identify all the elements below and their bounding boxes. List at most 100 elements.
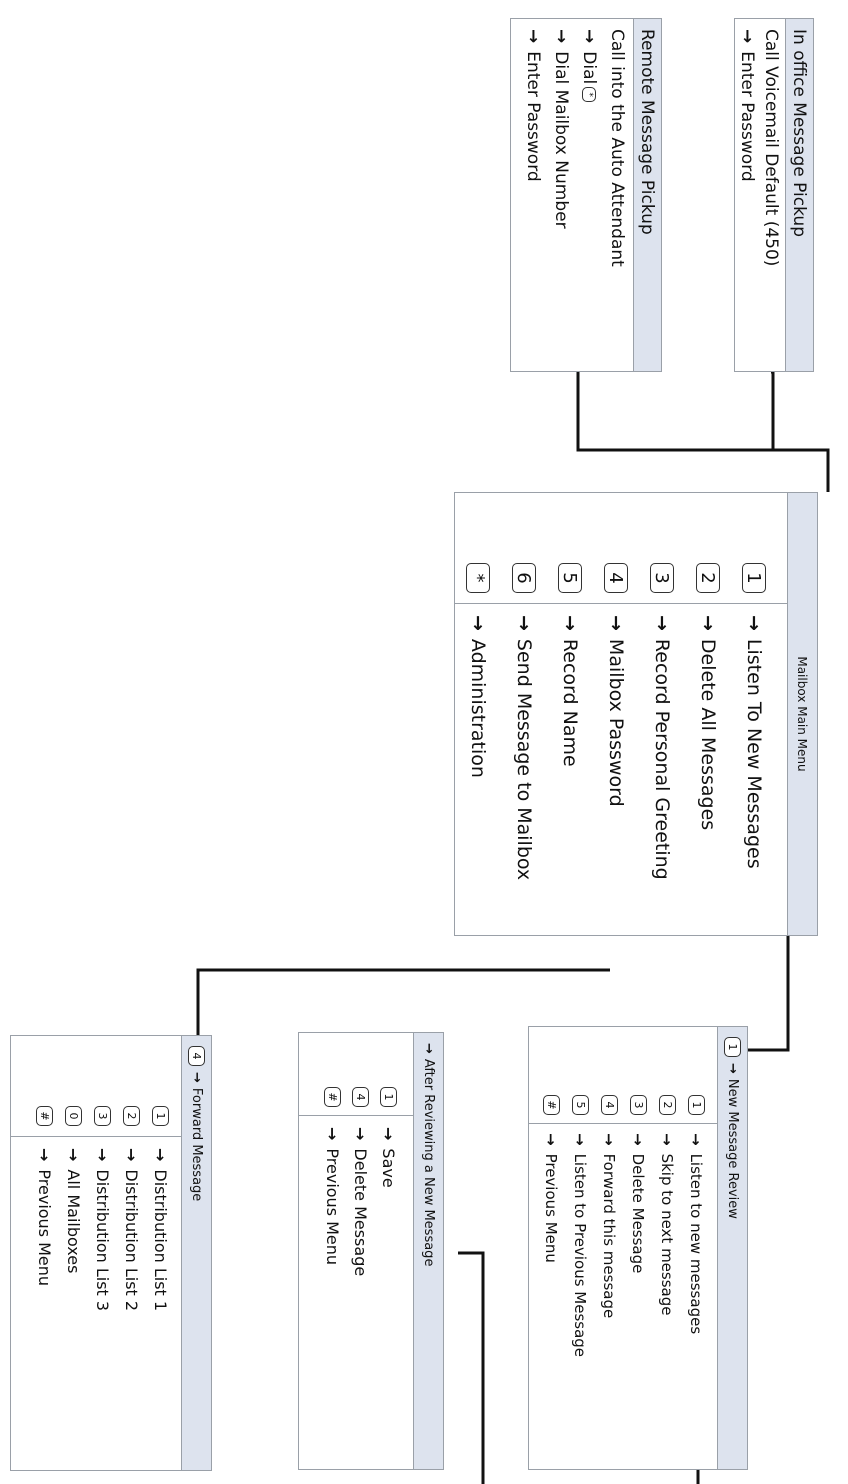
arrow-icon: →	[151, 1148, 170, 1162]
arrow-icon: →	[600, 1133, 619, 1146]
key-1-icon: 1	[724, 1037, 741, 1057]
main-menu-item-label: Listen To New Messages	[743, 638, 765, 869]
arrow-icon: →	[542, 1133, 561, 1146]
new-review-items: → Listen to new messages → Skip to next …	[537, 1133, 711, 1357]
forward-item: → Previous Menu	[30, 1148, 59, 1311]
key-0-icon: 0	[65, 1106, 82, 1126]
forward-items: → Distribution List 1 → Distribution Lis…	[30, 1148, 175, 1311]
main-menu-box: Mailbox Main Menu 1 2 3 4 5 6 *	[454, 492, 818, 936]
arrow-icon: →	[421, 1043, 436, 1054]
key-1-icon: 1	[380, 1087, 398, 1107]
forward-item-label: Distribution List 2	[122, 1169, 141, 1312]
after-review-item-label: Delete Message	[351, 1148, 371, 1277]
main-menu-keys: 1 2 3 4 5 6 *	[455, 493, 777, 603]
key-5-icon: 5	[558, 563, 582, 593]
key-4-icon: 4	[188, 1046, 205, 1066]
new-review-item-label: Previous Menu	[542, 1153, 561, 1263]
arrow-icon: →	[351, 1127, 371, 1141]
after-review-item: → Save	[375, 1127, 403, 1276]
key-hash-icon: #	[543, 1095, 560, 1115]
arrow-icon: →	[64, 1148, 83, 1162]
new-review-divider	[529, 1123, 717, 1124]
key-1-icon: 1	[152, 1106, 169, 1126]
arrow-icon: →	[571, 1133, 590, 1146]
new-review-item-label: Listen to Previous Message	[571, 1153, 590, 1358]
key-hash-icon: #	[324, 1087, 342, 1107]
forward-item-label: Previous Menu	[35, 1169, 54, 1287]
remote-mailbox-label: Dial Mailbox Number	[551, 51, 571, 229]
forward-item-label: Distribution List 3	[93, 1169, 112, 1312]
forward-item-label: All Mailboxes	[64, 1169, 83, 1274]
new-review-item: → Listen to Previous Message	[566, 1133, 595, 1357]
connector-review-to-forward	[196, 968, 610, 1035]
remote-line-dial: → Dial *	[579, 29, 599, 105]
in-office-password-label: Enter Password	[737, 51, 757, 182]
key-1-icon: 1	[688, 1095, 705, 1115]
new-review-item-label: Listen to new messages	[687, 1153, 706, 1335]
remote-line-password: → Enter Password	[523, 29, 543, 182]
new-review-keys: 1 2 3 4 5 #	[537, 1027, 711, 1123]
arrow-icon: →	[93, 1148, 112, 1162]
new-review-item-label: Skip to next message	[658, 1153, 677, 1316]
arrow-icon: →	[559, 615, 581, 631]
new-review-item-label: Delete Message	[629, 1153, 648, 1274]
arrow-icon: →	[513, 615, 535, 631]
main-menu-item-label: Delete All Messages	[697, 638, 719, 831]
arrow-icon: →	[323, 1127, 343, 1141]
arrow-icon: →	[651, 615, 673, 631]
key-3-icon: 3	[650, 563, 674, 593]
main-menu-item: → Mailbox Password	[593, 615, 639, 880]
forward-item: → Distribution List 2	[117, 1148, 146, 1311]
forward-divider	[11, 1136, 181, 1137]
key-4-icon: 4	[604, 563, 628, 593]
main-menu-item: → Record Personal Greeting	[639, 615, 685, 880]
arrow-icon: →	[737, 29, 757, 44]
key-star-icon: *	[466, 563, 490, 593]
key-6-icon: 6	[512, 563, 536, 593]
arrow-icon: →	[629, 1133, 648, 1146]
arrow-icon: →	[658, 1133, 677, 1146]
arrow-icon: →	[523, 29, 543, 44]
arrow-icon: →	[379, 1127, 399, 1141]
key-2-icon: 2	[123, 1106, 140, 1126]
after-review-item: → Previous Menu	[319, 1127, 347, 1276]
new-review-item: → Delete Message	[624, 1133, 653, 1357]
key-3-icon: 3	[94, 1106, 111, 1126]
arrow-icon: →	[122, 1148, 141, 1162]
new-review-item-label: Forward this message	[600, 1153, 619, 1319]
remote-line-call: Call into the Auto Attendant	[607, 29, 627, 267]
new-review-item: → Forward this message	[595, 1133, 624, 1357]
after-review-item-label: Previous Menu	[323, 1148, 343, 1266]
after-review-item: → Delete Message	[347, 1127, 375, 1276]
in-office-line-call: Call Voicemail Default (450)	[761, 29, 781, 267]
key-5-icon: 5	[572, 1095, 589, 1115]
arrow-icon: →	[687, 1133, 706, 1146]
main-menu-title: Mailbox Main Menu	[787, 493, 817, 935]
forward-message-title-label: Forward Message	[189, 1087, 204, 1202]
connector-after-to-end	[458, 1251, 485, 1484]
new-message-review-box: 1 → New Message Review 1 2 3 4 5 #	[528, 1026, 748, 1470]
key-4-icon: 4	[601, 1095, 618, 1115]
main-menu-divider	[455, 603, 787, 604]
remote-password-label: Enter Password	[523, 51, 543, 182]
after-review-title: → After Reviewing a New Message	[413, 1033, 443, 1469]
remote-pickup-title: Remote Message Pickup	[633, 19, 661, 371]
forward-message-title: 4 → Forward Message	[181, 1036, 211, 1470]
after-review-keys: 1 4 #	[319, 1033, 403, 1115]
main-menu-item: → Delete All Messages	[685, 615, 731, 880]
new-message-review-title-label: New Message Review	[725, 1078, 740, 1219]
arrow-icon: →	[35, 1148, 54, 1162]
new-message-review-title: 1 → New Message Review	[717, 1027, 747, 1469]
after-review-items: → Save → Delete Message → Previous Menu	[319, 1127, 403, 1276]
key-2-icon: 2	[696, 563, 720, 593]
arrow-icon: →	[551, 29, 571, 44]
forward-item: → All Mailboxes	[59, 1148, 88, 1311]
arrow-icon: →	[467, 615, 489, 631]
main-menu-item: → Listen To New Messages	[731, 615, 777, 880]
forward-item-label: Distribution List 1	[151, 1169, 170, 1312]
remote-dial-label: Dial	[579, 51, 599, 85]
forward-message-box: 4 → Forward Message 1 2 3 0 # →	[10, 1035, 212, 1471]
new-review-item: → Skip to next message	[653, 1133, 682, 1357]
arrow-icon: →	[743, 615, 765, 631]
